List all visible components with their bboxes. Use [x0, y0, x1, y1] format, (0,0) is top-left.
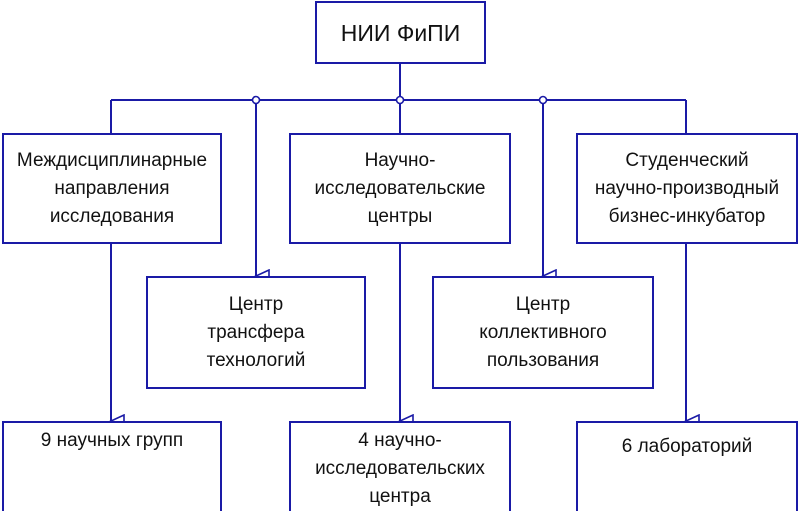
root-node: НИИ ФиПИ	[315, 1, 486, 64]
interdisciplinary-directions-label: Междисциплинарные направления исследован…	[16, 149, 208, 227]
collective-use-center-node: Центр коллективного пользования	[432, 276, 654, 389]
laboratories-node: 6 лабораторий	[576, 421, 798, 511]
technology-transfer-node: Центр трансфера технологий	[146, 276, 366, 389]
research-institutes-node: 4 научно- исследовательских центра	[289, 421, 511, 511]
technology-transfer-label: Центр трансфера технологий	[206, 293, 306, 371]
root-label: НИИ ФиПИ	[340, 19, 461, 46]
business-incubator-node: Студенческий научно-производный бизнес-и…	[576, 133, 798, 244]
laboratories-label: 6 лабораторий	[621, 436, 753, 457]
junction-dot	[251, 95, 261, 105]
research-centers-label: Научно- исследовательские центры	[314, 149, 486, 227]
junction-dot	[395, 95, 405, 105]
research-centers-node: Научно- исследовательские центры	[289, 133, 511, 244]
collective-use-center-label: Центр коллективного пользования	[479, 293, 607, 371]
interdisciplinary-directions-node: Междисциплинарные направления исследован…	[2, 133, 222, 244]
junction-dot	[538, 95, 548, 105]
research-institutes-label: 4 научно- исследовательских центра	[315, 430, 485, 507]
business-incubator-label: Студенческий научно-производный бизнес-и…	[594, 149, 780, 227]
research-groups-node: 9 научных групп	[2, 421, 222, 511]
research-groups-label: 9 научных групп	[40, 430, 184, 451]
